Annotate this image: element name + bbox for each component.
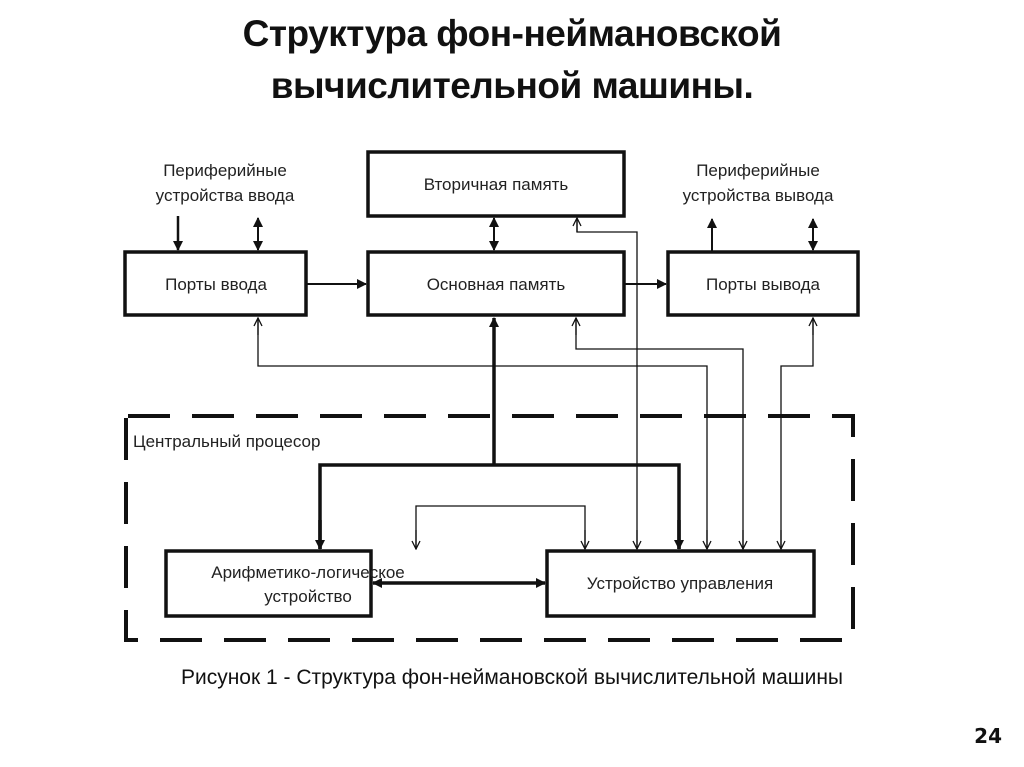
control-line-input-ports bbox=[257, 318, 708, 549]
output-peripherals-label-line-1: Периферийные bbox=[696, 161, 820, 180]
alu-label-line-1: Арифметико-логическое bbox=[211, 563, 405, 582]
page-number: 24 bbox=[974, 724, 1002, 748]
cpu-boundary: Центральный процесор bbox=[124, 414, 855, 642]
secondary-memory-label: Вторичная память bbox=[424, 175, 569, 194]
control-line-output-ports bbox=[780, 318, 814, 549]
control-link-alu-cu bbox=[415, 505, 586, 549]
control-unit-block: Устройство управления bbox=[545, 549, 816, 618]
cpu-group-label: Центральный процесор bbox=[133, 432, 320, 451]
control-line-main-memory bbox=[575, 318, 744, 549]
alu-label-line-2: устройство bbox=[264, 587, 352, 606]
secondary-memory-block: Вторичная память bbox=[366, 150, 626, 218]
slide-title-line-2: вычислительной машины. bbox=[270, 65, 754, 106]
figure-caption: Рисунок 1 - Структура фон-неймановской в… bbox=[180, 666, 844, 689]
output-ports-label: Порты вывода bbox=[706, 275, 821, 294]
slide-title: Структура фон-неймановской вычислительно… bbox=[0, 8, 1024, 112]
output-peripherals-label-line-2: устройства вывода bbox=[683, 186, 834, 205]
input-ports-block: Порты ввода bbox=[123, 250, 308, 317]
input-ports-label: Порты ввода bbox=[165, 275, 267, 294]
alu-block: Арифметико-логическое устройство bbox=[164, 549, 405, 618]
main-memory-block: Основная память bbox=[366, 250, 626, 317]
slide-title-line-1: Структура фон-неймановской bbox=[242, 13, 782, 54]
input-peripherals-label-line-2: устройства ввода bbox=[156, 186, 295, 205]
output-ports-block: Порты вывода bbox=[666, 250, 860, 317]
input-peripherals-label-line-1: Периферийные bbox=[163, 161, 287, 180]
control-unit-label: Устройство управления bbox=[587, 574, 773, 593]
bus-cpu-horizontal bbox=[318, 463, 681, 549]
main-memory-label: Основная память bbox=[427, 275, 566, 294]
